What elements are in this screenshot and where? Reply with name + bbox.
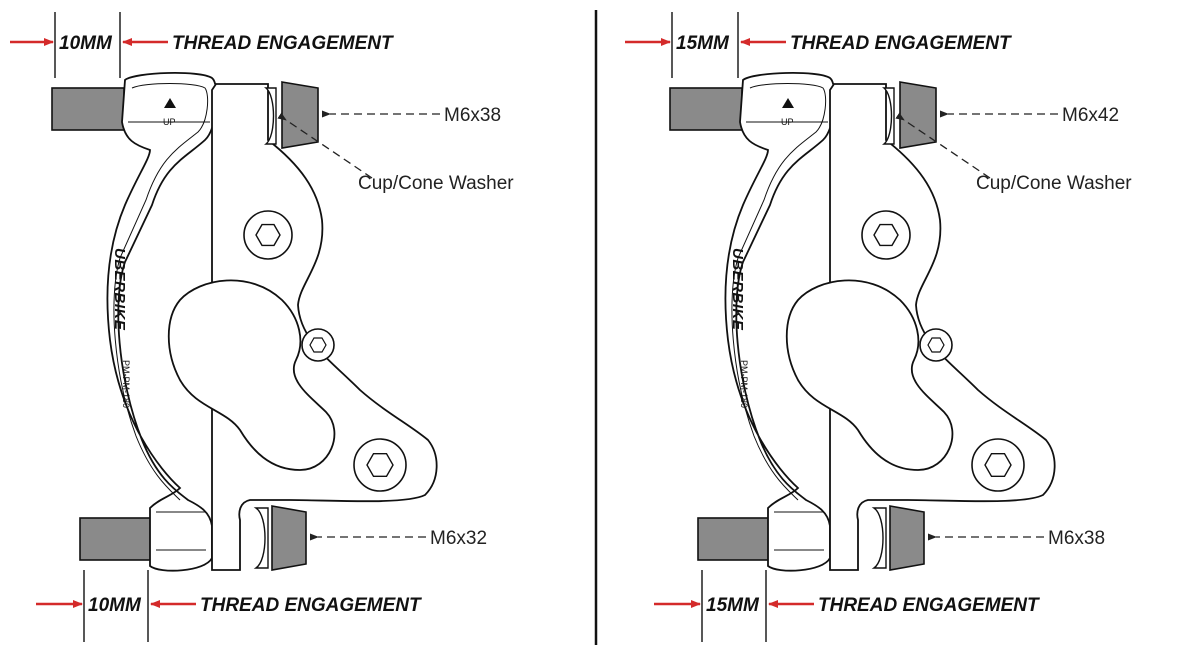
bottom-bolt-label: M6x32: [430, 528, 487, 549]
bottom-measure: 10MM: [88, 595, 142, 616]
model-label: PM-PM-180: [739, 360, 749, 408]
panel-right: 15MM THREAD ENGAGEMENT 15MM THREAD ENGAG…: [625, 12, 1132, 642]
washer-label: Cup/Cone Washer: [976, 173, 1132, 194]
adapter-drawing: [52, 73, 440, 571]
top-bolt-label: M6x42: [1062, 105, 1119, 126]
bottom-bolt-label: M6x38: [1048, 528, 1105, 549]
adapter-drawing: [670, 73, 1058, 571]
bottom-engagement-label: THREAD ENGAGEMENT: [818, 595, 1040, 616]
up-label: UP: [781, 117, 794, 127]
washer-label: Cup/Cone Washer: [358, 173, 514, 194]
brand-label: UBERBIKE: [111, 248, 128, 331]
top-engagement-label: THREAD ENGAGEMENT: [172, 33, 394, 54]
brand-label: UBERBIKE: [729, 248, 746, 331]
model-label: PM-PM-180: [121, 360, 131, 408]
top-measure: 15MM: [676, 33, 730, 54]
bottom-engagement-label: THREAD ENGAGEMENT: [200, 595, 422, 616]
up-label: UP: [163, 117, 176, 127]
bottom-measure: 15MM: [706, 595, 760, 616]
panel-left: 10MM THREAD ENGAGEMENT 10MM THREAD ENGAG…: [10, 12, 514, 642]
top-engagement-label: THREAD ENGAGEMENT: [790, 33, 1012, 54]
top-measure: 10MM: [59, 33, 113, 54]
top-bolt-label: M6x38: [444, 105, 501, 126]
